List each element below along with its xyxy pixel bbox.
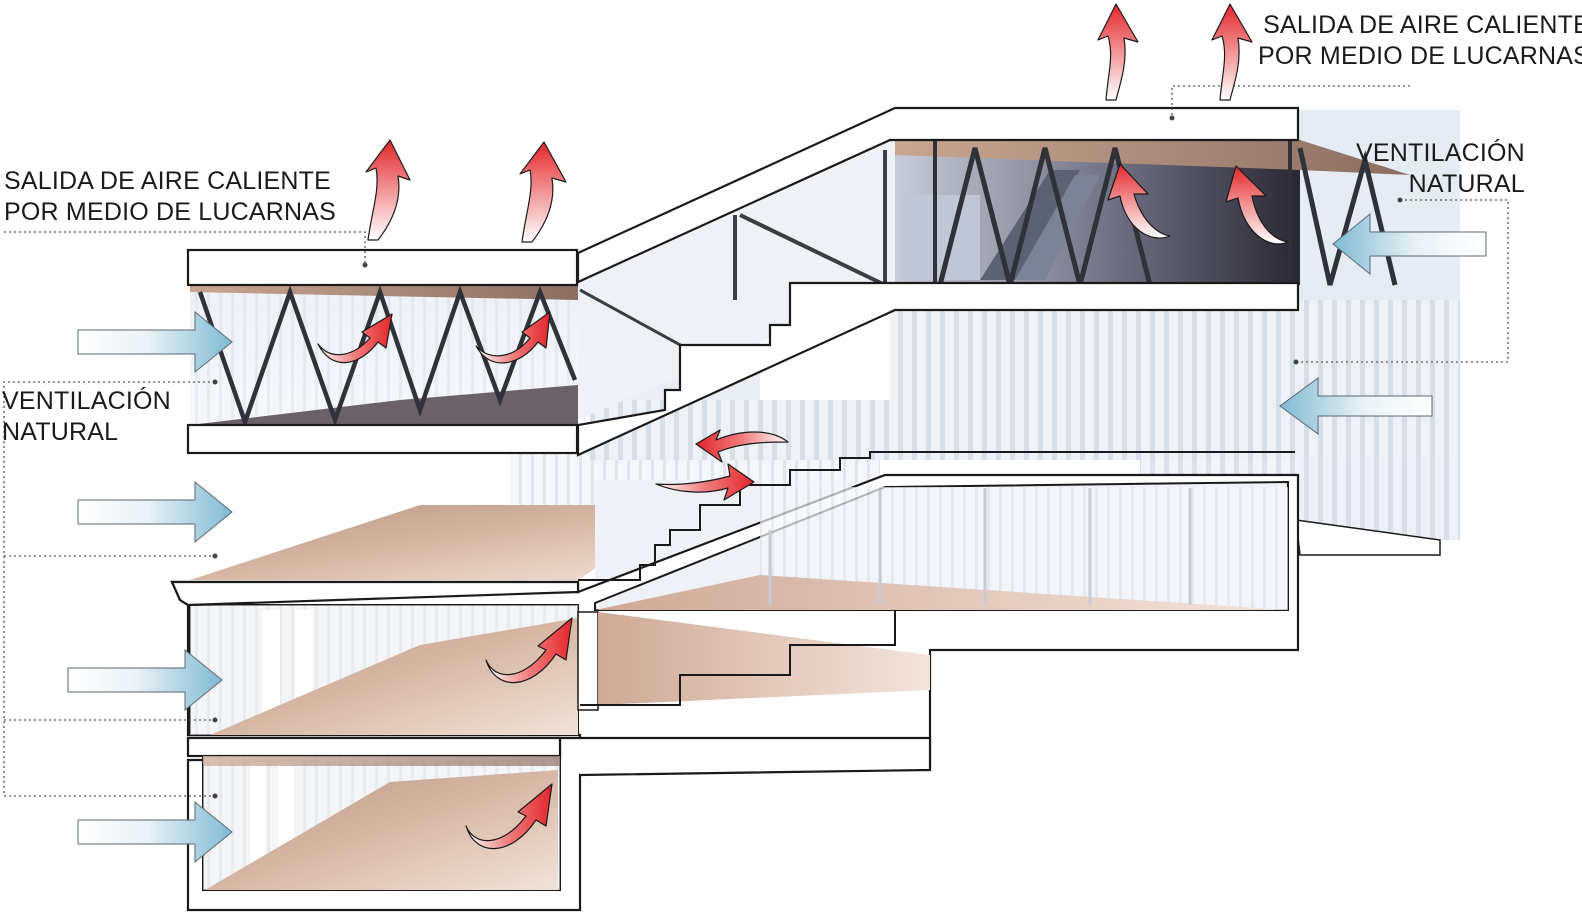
leader-lines: [3, 85, 1509, 797]
middle-floor-top: [170, 580, 580, 607]
label-line: NATURAL: [1408, 170, 1525, 198]
label-line: POR MEDIO DE LUCARNAS: [4, 198, 337, 226]
hot-air-curl-arrow-icon: [1107, 163, 1171, 239]
fresh-air-arrow-icon: [77, 310, 233, 374]
upper-left-interior: [190, 285, 578, 429]
hot-air-exhaust-arrow-icon: [519, 141, 567, 243]
label-natural-ventilation-right: VENTILACIÓN NATURAL: [1356, 138, 1525, 200]
hot-air-curl-arrow-icon: [485, 617, 573, 684]
ground-floor-ceiling-slab: [186, 736, 562, 758]
fresh-air-arrow-icon: [1332, 212, 1487, 276]
hot-air-curl-arrow-icon: [317, 313, 393, 364]
fresh-air-arrows: [67, 212, 1487, 864]
hot-air-arrows: [317, 3, 1289, 850]
label-natural-ventilation-left: VENTILACIÓN NATURAL: [2, 386, 171, 448]
label-line: VENTILACIÓN: [2, 387, 171, 415]
lower-stair-profile: [580, 610, 896, 706]
fresh-air-arrow-icon: [67, 648, 223, 712]
label-line: SALIDA DE AIRE CALIENTE: [1263, 11, 1582, 39]
roof-slab-left: [186, 248, 579, 287]
fresh-air-arrow-icon: [77, 480, 233, 544]
upper-right-interior: [895, 140, 1410, 286]
leader-dots: [212, 115, 1403, 799]
label-line: VENTILACIÓN: [1356, 139, 1525, 167]
fresh-air-arrow-icon: [77, 800, 233, 864]
hot-air-exhaust-arrow-icon: [1211, 3, 1253, 101]
label-hot-air-exhaust-left: SALIDA DE AIRE CALIENTE POR MEDIO DE LUC…: [4, 166, 336, 228]
hot-air-exhaust-arrow-icon: [365, 139, 411, 241]
fresh-air-arrow-icon: [1279, 377, 1433, 435]
upper-stair-slab: [576, 281, 1300, 457]
label-line: SALIDA DE AIRE CALIENTE: [4, 167, 331, 195]
upper-ramp-interior: [578, 140, 895, 420]
hot-air-curl-arrow-icon: [475, 311, 551, 364]
hot-air-exhaust-arrow-icon: [1097, 3, 1139, 101]
label-hot-air-exhaust-right: SALIDA DE AIRE CALIENTE POR MEDIO DE LUC…: [1258, 10, 1582, 72]
label-line: NATURAL: [2, 418, 119, 446]
hot-air-curl-arrow-icon: [655, 463, 755, 501]
upper-left-floor-slab: [186, 423, 579, 455]
roof-slab-right: [576, 106, 1300, 284]
hot-air-curl-arrow-icon: [695, 429, 789, 463]
label-line: POR MEDIO DE LUCARNAS: [1258, 42, 1582, 70]
hot-air-curl-arrow-icon: [1225, 165, 1289, 245]
hot-air-curl-arrow-icon: [465, 783, 553, 850]
middle-stair-profile: [578, 451, 1295, 581]
